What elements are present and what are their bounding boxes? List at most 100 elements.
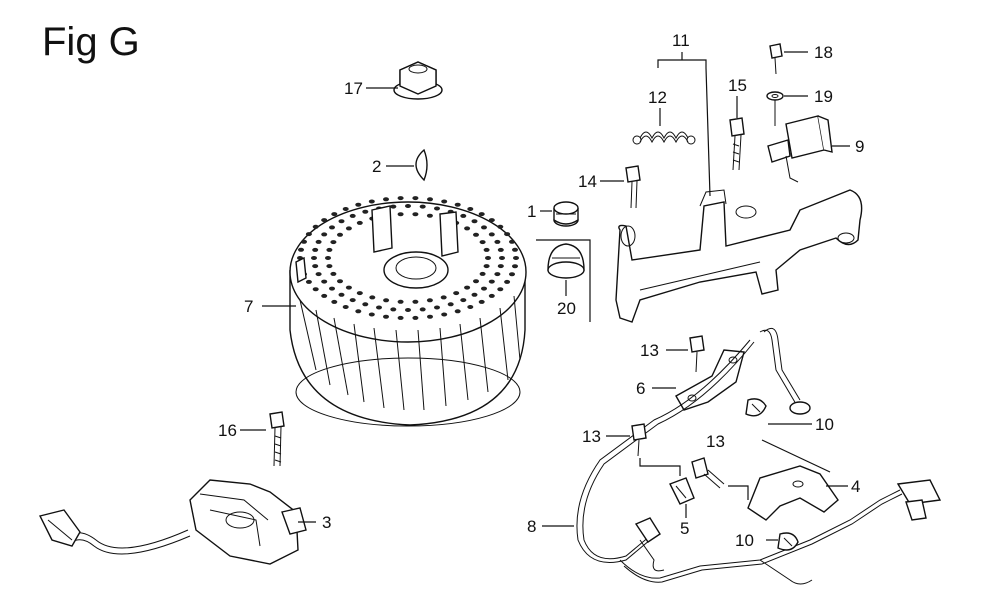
- flywheel-hole: [305, 279, 312, 284]
- flywheel-hole: [509, 239, 515, 244]
- callout-2: 2: [372, 157, 381, 176]
- flywheel-hole: [488, 232, 495, 237]
- callout-5: 5: [680, 519, 689, 538]
- flywheel-hole: [301, 239, 307, 244]
- flywheel-hole: [383, 298, 390, 303]
- flywheel-hole: [305, 232, 312, 237]
- flywheel-hole: [483, 264, 490, 269]
- part-10a-clip: [745, 398, 767, 417]
- flywheel-hole: [356, 220, 363, 225]
- flywheel-hole: [499, 256, 505, 260]
- callout-3: 3: [322, 513, 331, 532]
- flywheel-hole: [478, 212, 485, 217]
- flywheel-hole: [454, 309, 461, 314]
- flywheel-hole: [329, 286, 335, 291]
- leader-13b-down: [639, 458, 681, 476]
- flywheel-hole: [315, 272, 322, 277]
- callout-8: 8: [527, 517, 536, 536]
- callout-9: 9: [855, 137, 864, 156]
- flywheel-hole: [326, 264, 333, 269]
- part-2-key: [415, 148, 428, 182]
- flywheel-hole: [326, 247, 333, 252]
- flywheel-hole: [497, 247, 504, 252]
- callout-10b: 10: [735, 531, 754, 550]
- flywheel-hole: [337, 279, 343, 284]
- callout-10a: 10: [815, 415, 834, 434]
- flywheel-hole: [298, 247, 304, 252]
- flywheel-hole: [441, 199, 448, 204]
- part-11-bracket: [615, 189, 863, 323]
- flywheel-hole: [497, 224, 504, 229]
- flywheel-hole: [321, 293, 328, 298]
- flywheel-hole: [504, 232, 511, 237]
- part-9-stop-switch: [767, 115, 833, 183]
- part-10b-clip: [777, 532, 799, 551]
- flywheel-hole: [471, 219, 478, 224]
- part-18-screw: [769, 43, 783, 75]
- callout-4: 4: [851, 477, 860, 496]
- part-4-bracket: [747, 465, 839, 521]
- flywheel-hole: [338, 292, 345, 297]
- flywheel-hole: [321, 232, 328, 237]
- part-16-bolt: [269, 411, 285, 467]
- flywheel-hole: [312, 224, 319, 229]
- part-7-flywheel: [289, 196, 527, 427]
- flywheel-hole: [481, 225, 487, 230]
- flywheel-hole: [478, 299, 485, 304]
- flywheel-hole: [312, 287, 319, 292]
- part-1-damper: [553, 201, 579, 227]
- callout-13a: 13: [640, 341, 659, 360]
- leader-4-b: [761, 439, 831, 473]
- flywheel-hole: [397, 196, 404, 201]
- part-12-spring: [632, 131, 696, 145]
- flywheel-hole: [512, 247, 518, 252]
- part-5-clamp: [669, 477, 695, 505]
- callout-6: 6: [636, 379, 645, 398]
- flywheel-hole: [504, 279, 511, 284]
- callout-17: 17: [344, 79, 363, 98]
- flywheel-hole: [494, 272, 501, 277]
- flywheel-hole: [368, 312, 375, 317]
- flywheel-hole: [473, 232, 479, 237]
- part-15-bolt: [729, 117, 745, 171]
- callout-14: 14: [578, 172, 597, 191]
- flywheel-hole: [349, 213, 356, 218]
- flywheel-hole: [419, 204, 426, 209]
- flywheel-hole: [497, 287, 504, 292]
- part-20-damper: [547, 243, 585, 279]
- figure-title: Fig G: [42, 20, 140, 64]
- flywheel-hole: [412, 315, 419, 320]
- part-13c-bolt: [691, 457, 725, 489]
- flywheel-hole: [426, 213, 433, 218]
- part-19-washer: [766, 91, 784, 101]
- flywheel-hole: [481, 286, 487, 291]
- flywheel-hole: [426, 298, 433, 303]
- flywheel-hole: [483, 247, 490, 252]
- flywheel-hole: [412, 196, 419, 201]
- flywheel-hole: [405, 308, 411, 312]
- flywheel-hole: [513, 256, 519, 260]
- flywheel-hole: [405, 204, 411, 208]
- flywheel-hole: [441, 312, 448, 317]
- flywheel-hole: [440, 295, 447, 300]
- flywheel-hole: [312, 264, 319, 269]
- part-13a-bolt: [689, 335, 705, 373]
- flywheel-hole: [337, 232, 343, 237]
- flywheel-hole: [355, 202, 362, 207]
- flywheel-hole: [315, 239, 322, 244]
- flywheel-hole: [427, 314, 433, 319]
- part-3-ignition-coil: [38, 479, 307, 565]
- flywheel-hole: [412, 212, 419, 217]
- flywheel-hole: [376, 305, 382, 310]
- part-8-wire-harness: [576, 327, 942, 585]
- flywheel-hole: [311, 256, 317, 260]
- callout-7: 7: [244, 297, 253, 316]
- flywheel-hole: [368, 199, 375, 204]
- callout-18: 18: [814, 43, 833, 62]
- flywheel-hole: [325, 256, 331, 260]
- flywheel-hole: [331, 299, 338, 304]
- callout-11: 11: [672, 31, 690, 50]
- flywheel-hole: [383, 314, 389, 319]
- flywheel-hole: [362, 302, 369, 307]
